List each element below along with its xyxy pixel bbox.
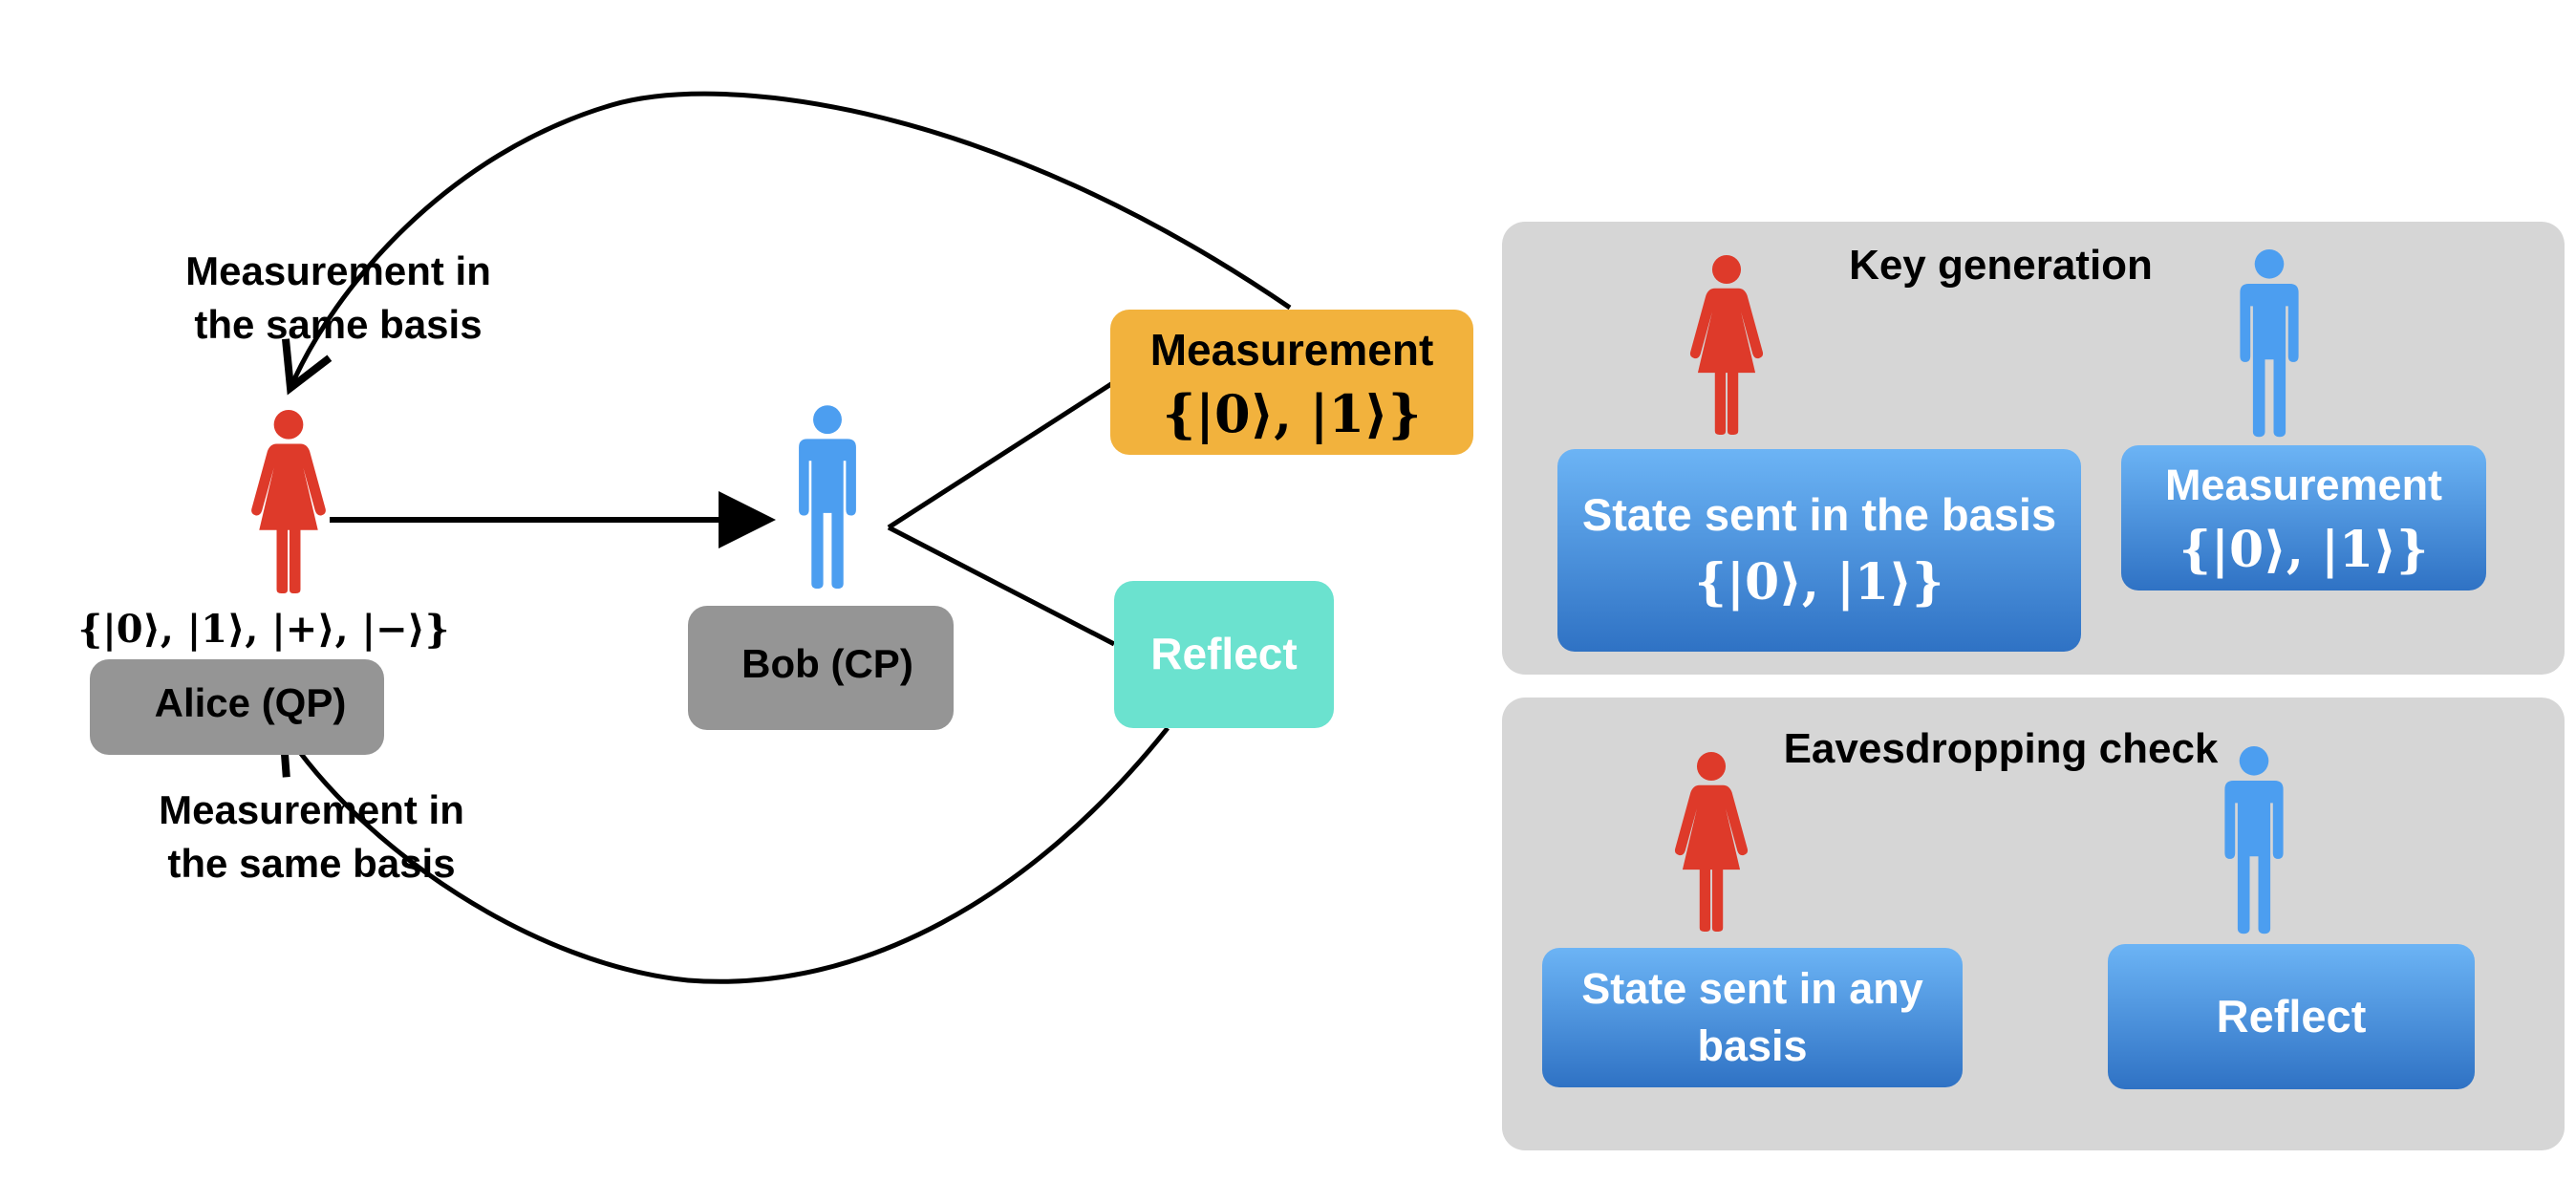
upper-return-curve bbox=[282, 91, 1292, 396]
alice-states: {|0⟩, |1⟩, |+⟩, |−⟩} bbox=[77, 607, 449, 652]
key-bob-measurement-box bbox=[2121, 445, 2486, 590]
eaves-bob-reflect-box bbox=[2108, 944, 2475, 1089]
bottom-note-line2: the same basis bbox=[167, 841, 455, 886]
measurement-title: Measurement bbox=[1150, 325, 1434, 375]
alice-woman-icon bbox=[251, 409, 326, 593]
eaves-bob-reflect-label: Reflect bbox=[2217, 991, 2367, 1041]
key-bob-measurement-line1: Measurement bbox=[2165, 461, 2442, 509]
bob-to-measurement-line bbox=[887, 379, 1116, 530]
measurement-basis: {|0⟩, |1⟩} bbox=[1163, 383, 1422, 445]
key-alice-state-line2: {|0⟩, |1⟩} bbox=[1695, 553, 1944, 612]
key-generation-title: Key generation bbox=[1849, 242, 2153, 289]
top-note-line1: Measurement in bbox=[185, 248, 491, 293]
key-bob-measurement-line2: {|0⟩, |1⟩} bbox=[2179, 521, 2429, 579]
reflect-box bbox=[1114, 581, 1334, 728]
lower-return-curve bbox=[278, 721, 1170, 984]
key-alice-state-line1: State sent in the basis bbox=[1582, 489, 2056, 540]
alice-label-box bbox=[90, 659, 384, 755]
key-alice-state-box bbox=[1557, 449, 2081, 652]
bob-label-box bbox=[688, 606, 954, 730]
measurement-box bbox=[1110, 310, 1473, 455]
top-note-line2: the same basis bbox=[194, 302, 482, 347]
eaves-alice-state-line2: basis bbox=[1697, 1021, 1807, 1070]
bob-label: Bob (CP) bbox=[741, 641, 913, 686]
reflect-label: Reflect bbox=[1150, 629, 1297, 678]
eaves-alice-state-box bbox=[1542, 948, 1963, 1087]
eavesdropping-check-title: Eavesdropping check bbox=[1784, 725, 2219, 772]
bottom-note-line1: Measurement in bbox=[159, 787, 464, 832]
alice-label: Alice (QP) bbox=[155, 680, 347, 725]
eaves-alice-state-line1: State sent in any bbox=[1581, 964, 1923, 1013]
bob-to-reflect-line bbox=[887, 525, 1116, 647]
bob-man-icon bbox=[799, 405, 856, 590]
